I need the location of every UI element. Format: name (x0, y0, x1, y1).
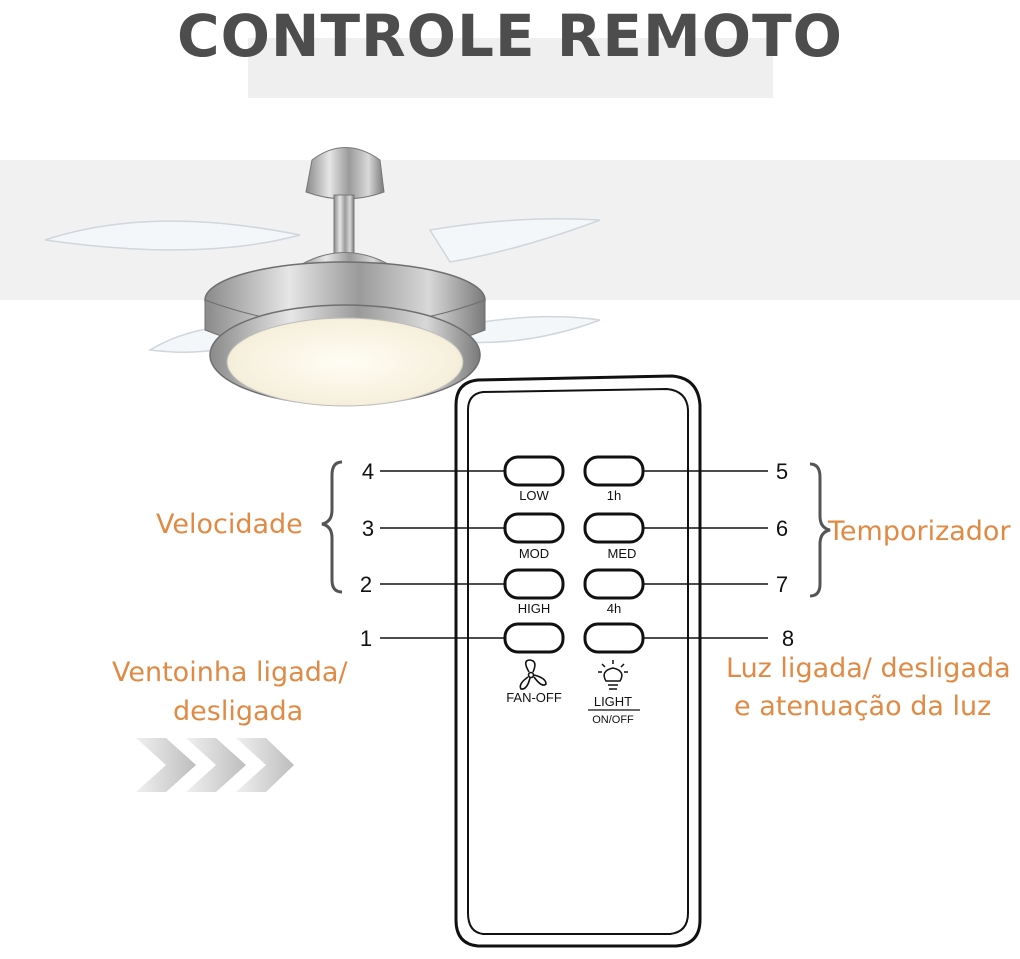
label-light-line2: e atenuação da luz (734, 691, 991, 722)
label-fan-off: FAN-OFF (506, 690, 562, 705)
label-light-line1: Luz ligada/ desligada (726, 653, 1011, 684)
ceiling-fan-image (44, 147, 601, 407)
leader-lines (380, 470, 768, 639)
label-1h: 1h (607, 488, 621, 503)
remote-outline (454, 374, 702, 948)
right-bracket (809, 462, 831, 598)
label-fan-line2: desligada (173, 696, 303, 727)
label-4h: 4h (607, 601, 621, 616)
button-mod[interactable] (503, 512, 565, 544)
remote-buttons (503, 455, 645, 654)
button-high[interactable] (503, 568, 565, 600)
page-title: CONTROLE REMOTO (177, 2, 843, 70)
label-high: HIGH (518, 601, 551, 616)
label-light: LIGHT (594, 694, 632, 709)
light-bulb-icon (598, 660, 628, 690)
number-3: 3 (362, 516, 374, 541)
arrow-chevrons-icon (136, 738, 294, 792)
button-1h[interactable] (583, 455, 645, 487)
button-med[interactable] (583, 512, 645, 544)
label-velocidade: Velocidade (156, 509, 303, 540)
left-bracket (321, 460, 343, 594)
button-light[interactable] (583, 622, 645, 654)
label-med: MED (608, 546, 637, 561)
title-underlay (248, 38, 773, 98)
label-temporizador: Temporizador (827, 516, 1011, 547)
number-1: 1 (360, 626, 372, 651)
number-6: 6 (776, 516, 788, 541)
number-4: 4 (362, 459, 374, 484)
number-5: 5 (776, 459, 788, 484)
label-mod: MOD (519, 546, 549, 561)
number-7: 7 (776, 572, 788, 597)
label-on-off: ON/OFF (592, 714, 634, 726)
button-fan-off[interactable] (503, 622, 565, 654)
number-2: 2 (360, 572, 372, 597)
fan-icon (519, 659, 547, 690)
button-4h[interactable] (583, 568, 645, 600)
label-low: LOW (519, 488, 549, 503)
number-8: 8 (782, 626, 794, 651)
button-low[interactable] (503, 455, 565, 487)
label-fan-line1: Ventoinha ligada/ (112, 657, 348, 688)
